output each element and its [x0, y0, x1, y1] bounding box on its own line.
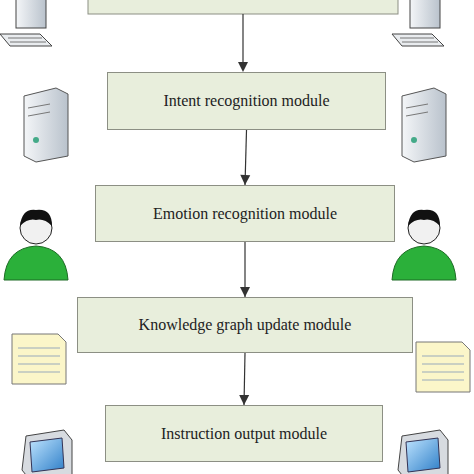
box-label: Intent recognition module [163, 92, 329, 110]
process-box: Emotion recognition module [95, 185, 395, 242]
top-box [88, 0, 398, 14]
server-icon [24, 88, 68, 162]
box-label: Emotion recognition module [153, 205, 337, 223]
arrow-line [244, 353, 245, 405]
process-box: Intent recognition module [107, 72, 386, 130]
flow-arrow [240, 130, 250, 185]
box-label: Instruction output module [161, 425, 327, 443]
process-box: Knowledge graph update module [77, 297, 413, 353]
arrow-head [240, 175, 250, 185]
top-arrow [242, 14, 243, 64]
arrow-line [245, 130, 247, 185]
top-arrow-head [238, 62, 248, 72]
arrow-head [239, 395, 249, 405]
box-label: Knowledge graph update module [139, 316, 352, 334]
monitor-icon [22, 430, 72, 474]
document-icon [12, 334, 66, 384]
arrow-line [244, 242, 245, 297]
computer-icon [0, 0, 52, 46]
user-icon [4, 210, 68, 280]
document-icon [416, 342, 470, 392]
flow-arrow [239, 353, 249, 405]
user-icon [392, 210, 456, 280]
monitor-icon [398, 430, 448, 474]
server-icon [402, 88, 446, 162]
computer-icon [392, 0, 444, 46]
flow-arrow [240, 242, 250, 297]
process-box: Instruction output module [105, 405, 383, 462]
arrow-head [240, 287, 250, 297]
